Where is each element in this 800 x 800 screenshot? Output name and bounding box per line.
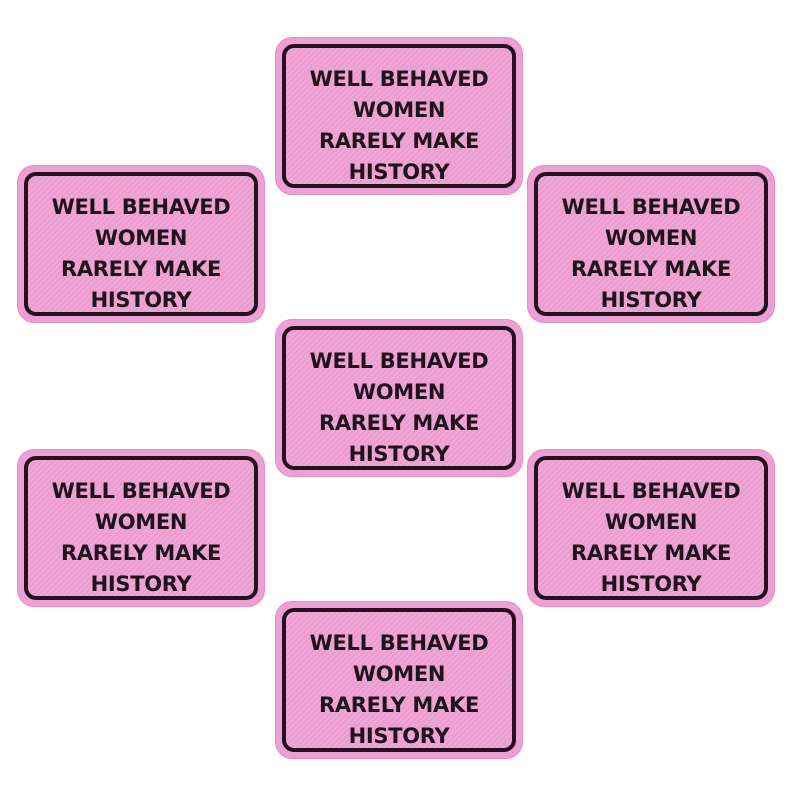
patch-border: WELL BEHAVED WOMEN RARELY MAKE HISTORY (24, 172, 258, 316)
patch-text-line: WOMEN (604, 510, 698, 534)
patch-text: WELL BEHAVED WOMEN RARELY MAKE HISTORY (286, 64, 512, 188)
patch-border: WELL BEHAVED WOMEN RARELY MAKE HISTORY (534, 172, 768, 316)
patch-text-line: WELL BEHAVED (309, 631, 489, 655)
patch-text-line: HISTORY (348, 160, 450, 184)
patch-text: WELL BEHAVED WOMEN RARELY MAKE HISTORY (28, 476, 254, 600)
patch-text-line: WELL BEHAVED (51, 195, 231, 219)
patch-text-line: HISTORY (90, 288, 192, 312)
patch-text-line: RARELY MAKE (60, 257, 222, 281)
patch-text-line: HISTORY (600, 288, 702, 312)
patch-text-line: RARELY MAKE (318, 411, 480, 435)
patch-border: WELL BEHAVED WOMEN RARELY MAKE HISTORY (282, 608, 516, 752)
embroidered-patch: WELL BEHAVED WOMEN RARELY MAKE HISTORY (18, 166, 264, 322)
patch-text: WELL BEHAVED WOMEN RARELY MAKE HISTORY (538, 192, 764, 316)
patch-text-line: HISTORY (348, 442, 450, 466)
patch-text-line: WELL BEHAVED (561, 479, 741, 503)
patch-text-line: HISTORY (600, 572, 702, 596)
patch-border: WELL BEHAVED WOMEN RARELY MAKE HISTORY (282, 326, 516, 470)
patch-text-line: RARELY MAKE (570, 541, 732, 565)
patch-text-line: WOMEN (94, 226, 188, 250)
embroidered-patch: WELL BEHAVED WOMEN RARELY MAKE HISTORY (276, 38, 522, 194)
patch-text-line: HISTORY (348, 724, 450, 748)
embroidered-patch: WELL BEHAVED WOMEN RARELY MAKE HISTORY (276, 320, 522, 476)
patch-border: WELL BEHAVED WOMEN RARELY MAKE HISTORY (24, 456, 258, 600)
patch-border: WELL BEHAVED WOMEN RARELY MAKE HISTORY (282, 44, 516, 188)
patch-text-line: RARELY MAKE (318, 693, 480, 717)
embroidered-patch: WELL BEHAVED WOMEN RARELY MAKE HISTORY (528, 450, 774, 606)
patch-text-line: WELL BEHAVED (309, 67, 489, 91)
patch-text-line: WOMEN (352, 380, 446, 404)
patch-text-line: WOMEN (604, 226, 698, 250)
patch-text-line: WELL BEHAVED (561, 195, 741, 219)
embroidered-patch: WELL BEHAVED WOMEN RARELY MAKE HISTORY (18, 450, 264, 606)
patch-border: WELL BEHAVED WOMEN RARELY MAKE HISTORY (534, 456, 768, 600)
patch-text-line: WOMEN (352, 662, 446, 686)
embroidered-patch: WELL BEHAVED WOMEN RARELY MAKE HISTORY (528, 166, 774, 322)
patch-text-line: RARELY MAKE (570, 257, 732, 281)
patch-text-line: WOMEN (352, 98, 446, 122)
patch-text-line: WOMEN (94, 510, 188, 534)
patch-text: WELL BEHAVED WOMEN RARELY MAKE HISTORY (28, 192, 254, 316)
patch-text: WELL BEHAVED WOMEN RARELY MAKE HISTORY (538, 476, 764, 600)
patch-text-line: HISTORY (90, 572, 192, 596)
patch-text-line: WELL BEHAVED (309, 349, 489, 373)
patch-text-line: WELL BEHAVED (51, 479, 231, 503)
patch-text: WELL BEHAVED WOMEN RARELY MAKE HISTORY (286, 346, 512, 470)
embroidered-patch: WELL BEHAVED WOMEN RARELY MAKE HISTORY (276, 602, 522, 758)
patch-text-line: RARELY MAKE (318, 129, 480, 153)
patch-text-line: RARELY MAKE (60, 541, 222, 565)
patch-text: WELL BEHAVED WOMEN RARELY MAKE HISTORY (286, 628, 512, 752)
